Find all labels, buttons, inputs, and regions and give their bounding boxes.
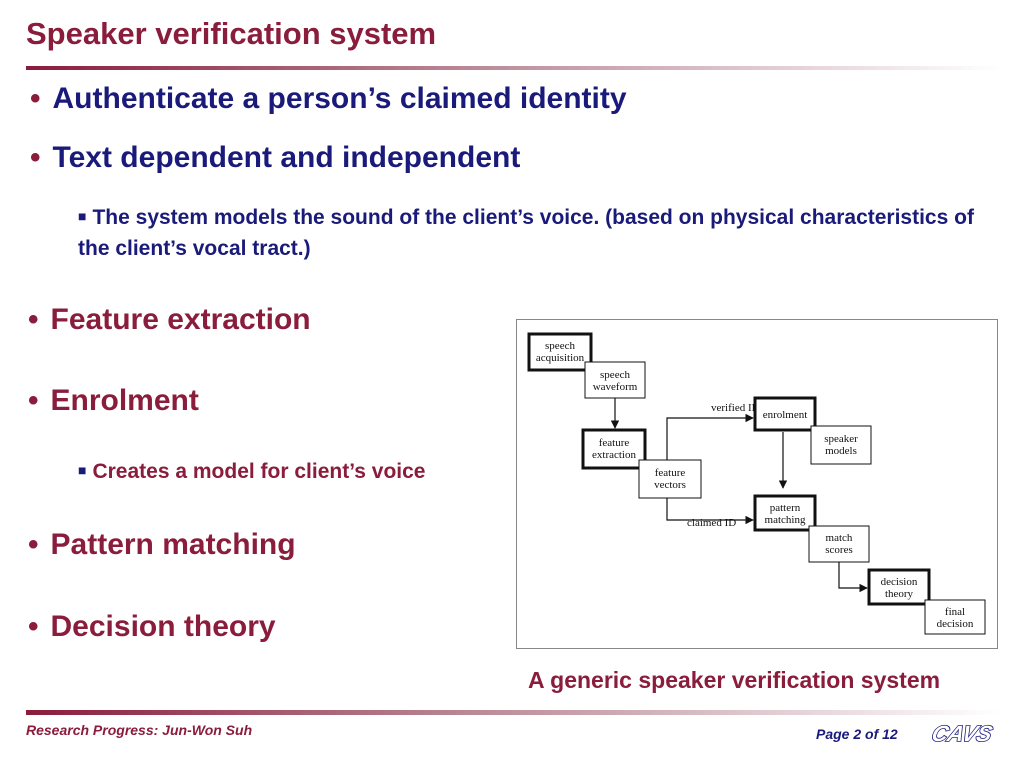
svg-text:waveform: waveform: [593, 381, 638, 393]
svg-text:models: models: [825, 445, 857, 457]
bullet-text-dependent: •Text dependent and independent: [30, 141, 521, 174]
svg-text:decision: decision: [937, 618, 974, 630]
svg-text:speech: speech: [545, 340, 575, 352]
bullet-dot-icon: •: [28, 528, 39, 561]
footer-rule: [26, 710, 1000, 715]
verification-diagram: speech acquisition speech waveform featu…: [516, 319, 998, 649]
svg-text:match: match: [826, 532, 853, 544]
box-speech-acquisition: speech acquisition: [527, 332, 593, 372]
title-rule: [26, 66, 1000, 70]
square-bullet-icon: ■: [78, 462, 87, 478]
bullet-dot-icon: •: [30, 82, 41, 115]
box-speaker-models: speaker models: [810, 425, 872, 465]
diagram-svg: speech acquisition speech waveform featu…: [527, 332, 986, 635]
bullet-dot-icon: •: [30, 141, 41, 174]
svg-text:feature: feature: [599, 437, 630, 449]
svg-text:vectors: vectors: [654, 479, 686, 491]
label-claimed-id: claimed ID: [687, 517, 736, 529]
diagram-caption: A generic speaker verification system: [528, 667, 941, 693]
box-feature-extraction: feature extraction: [581, 428, 647, 470]
bullet-dot-icon: •: [28, 610, 39, 643]
svg-text:matching: matching: [765, 514, 806, 526]
svg-text:speech: speech: [600, 369, 630, 381]
svg-text:enrolment: enrolment: [763, 409, 808, 421]
bullet-authenticate: •Authenticate a person’s claimed identit…: [30, 82, 627, 115]
svg-text:scores: scores: [825, 544, 853, 556]
svg-text:decision: decision: [881, 576, 918, 588]
box-enrolment: enrolment: [753, 396, 817, 432]
bullet-dot-icon: •: [28, 303, 39, 336]
svg-text:extraction: extraction: [592, 449, 636, 461]
box-pattern-matching: pattern matching: [753, 494, 817, 532]
box-feature-vectors: feature vectors: [638, 459, 702, 499]
footer-author: Research Progress: Jun-Won Suh: [26, 722, 253, 738]
bullet-pattern-matching: •Pattern matching: [28, 528, 296, 561]
svg-text:speaker: speaker: [824, 433, 858, 445]
slide-title: Speaker verification system: [26, 16, 437, 51]
square-bullet-icon: ■: [78, 208, 87, 224]
label-verified-id: verified ID: [711, 402, 760, 414]
sub-bullet-models-sound: ■The system models the sound of the clie…: [78, 206, 974, 260]
bullet-enrolment: •Enrolment: [28, 384, 199, 417]
bullet-feature-extraction: •Feature extraction: [28, 303, 311, 336]
footer-page-number: Page 2 of 12: [816, 726, 898, 742]
box-match-scores: match scores: [808, 525, 870, 563]
svg-text:pattern: pattern: [770, 502, 801, 514]
svg-text:feature: feature: [655, 467, 686, 479]
svg-text:CAVS: CAVS: [929, 721, 995, 746]
svg-text:final: final: [945, 606, 965, 618]
box-decision-theory: decision theory: [867, 568, 931, 606]
box-final-decision: final decision: [924, 599, 986, 635]
svg-text:acquisition: acquisition: [536, 352, 585, 364]
bullet-decision-theory: •Decision theory: [28, 610, 276, 643]
sub-bullet-creates-model: ■Creates a model for client’s voice: [78, 460, 426, 483]
box-speech-waveform: speech waveform: [584, 361, 646, 399]
bullet-dot-icon: •: [28, 384, 39, 417]
cavs-logo: CAVS: [924, 719, 1000, 749]
svg-text:theory: theory: [885, 588, 914, 600]
